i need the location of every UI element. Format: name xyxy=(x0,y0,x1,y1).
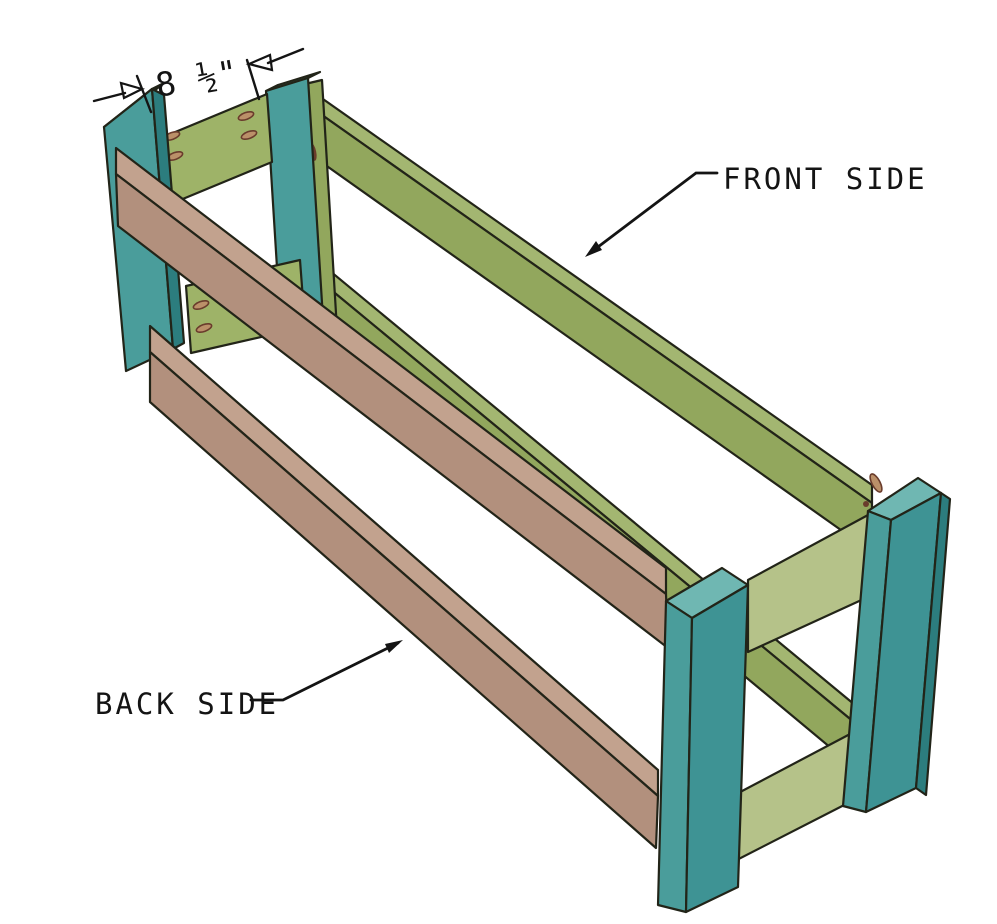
leg-front-right-side-face xyxy=(914,491,952,797)
extension-line-left xyxy=(135,74,153,114)
back-side-arrowhead xyxy=(385,640,403,653)
front-side-label: FRONT SIDE xyxy=(723,162,928,196)
dimension-arrowhead-right xyxy=(245,53,274,72)
back-bottom-rail xyxy=(148,324,660,850)
end-rail-top-right xyxy=(746,513,870,654)
front-top-rail-top-face xyxy=(301,83,874,505)
dimension-arrowhead-left xyxy=(119,81,146,100)
extension-line-right xyxy=(245,58,261,101)
pocket-hole xyxy=(192,299,210,311)
leg-front-right xyxy=(841,476,952,814)
dimension-arrow-left-tail xyxy=(92,91,127,103)
end-rail-bottom-right xyxy=(723,731,854,868)
dimension-text: 8 ½" xyxy=(153,52,242,105)
dimension-arrow-right-tail xyxy=(266,47,305,65)
leg-back-right xyxy=(656,566,750,914)
front-side-leader xyxy=(588,171,719,255)
pocket-hole xyxy=(869,473,883,493)
front-side-callout: FRONT SIDE xyxy=(585,162,928,257)
back-side-label: BACK SIDE xyxy=(95,687,279,721)
front-top-rail xyxy=(301,83,883,554)
pocket-hole xyxy=(237,110,255,122)
back-side-leader xyxy=(249,641,400,702)
leg-back-right-face xyxy=(684,583,750,914)
screw-dot xyxy=(863,501,869,507)
back-side-callout: BACK SIDE xyxy=(95,640,403,721)
back-bottom-rail-front-face xyxy=(148,350,660,850)
pocket-hole xyxy=(195,322,213,334)
pocket-hole xyxy=(240,129,258,141)
front-side-arrowhead xyxy=(585,241,602,257)
